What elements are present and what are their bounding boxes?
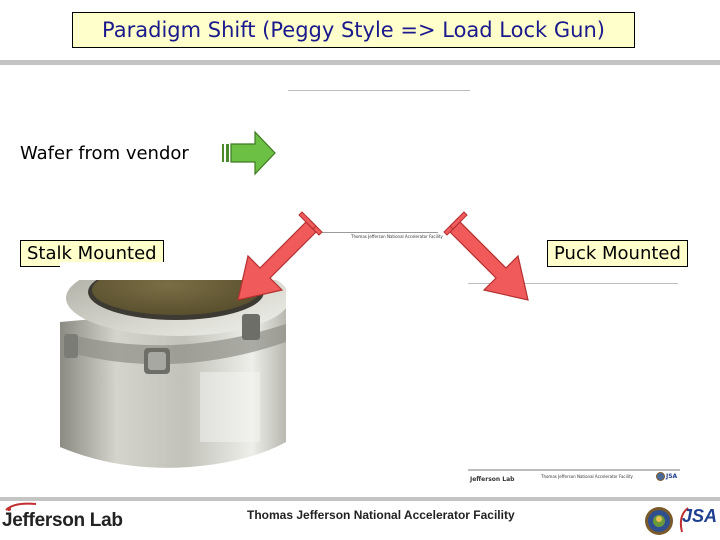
title-divider [0,60,720,65]
footer-facility-name: Thomas Jefferson National Accelerator Fa… [247,508,515,522]
footer-divider [0,497,720,501]
jsa-logo: JSA [682,506,718,526]
puck-slide-footer-logo: Jefferson Lab [470,476,515,483]
green-arrow-icon [222,130,276,176]
puck-label: Puck Mounted [547,240,688,267]
puck-slide-rule [468,283,678,284]
red-arrow-left-icon [237,211,323,301]
logo-swoosh-icon [5,502,37,511]
slide-title: Paradigm Shift (Peggy Style => Load Lock… [72,12,635,48]
jefferson-lab-logo: Jefferson Lab [2,502,123,532]
puck-slide-footer-center: Thomas Jefferson National Accelerator Fa… [541,474,633,479]
puck-slide-footer-mark: JSA [666,473,678,480]
embedded-slide-caption: Thomas Jefferson National Accelerator Fa… [351,234,443,239]
puck-slide-seal-icon [656,472,665,481]
red-arrow-right-icon [443,211,529,301]
logo-text: Jefferson Lab [2,510,123,531]
puck-slide-footer-rule [468,469,680,471]
jsa-swoosh-icon [679,507,689,533]
embedded-slide-rule-2 [322,232,438,233]
doe-seal-icon [645,507,673,535]
wafer-label: Wafer from vendor [20,143,189,164]
embedded-slide-rule [288,90,470,91]
